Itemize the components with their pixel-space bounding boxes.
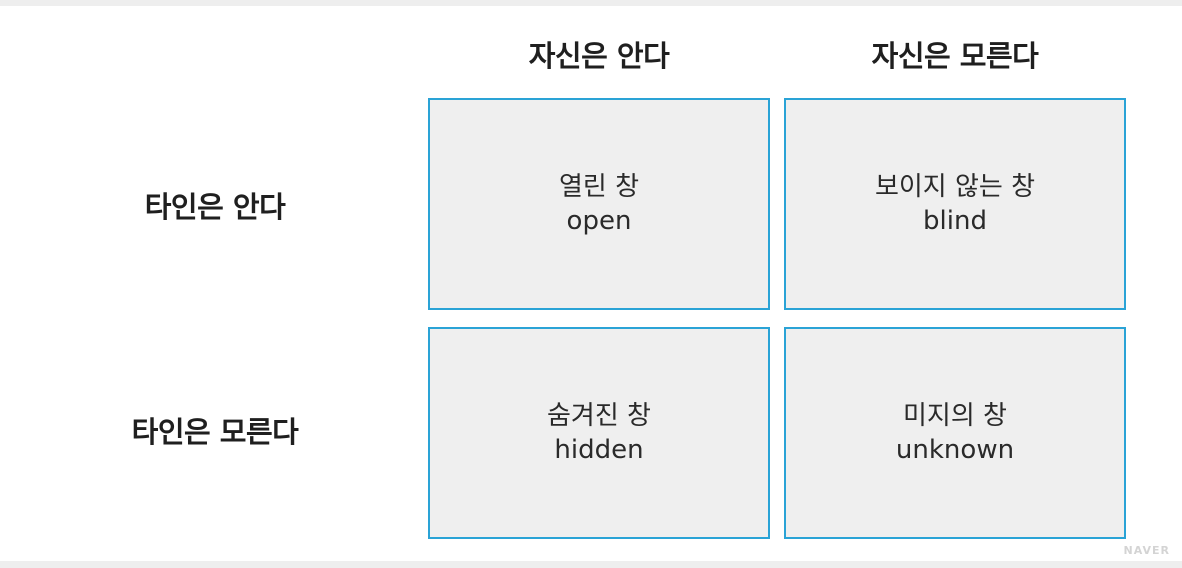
cell-unknown-en-label: unknown — [895, 435, 1015, 465]
column-header-self-unknown: 자신은 모른다 — [871, 39, 1039, 73]
cell-open-window: 열린 창 open — [428, 98, 770, 310]
bottom-divider-band — [0, 561, 1182, 568]
row-header-others-unknown: 타인은 모른다 — [131, 415, 299, 449]
cell-unknown-ko-label: 미지의 창 — [903, 401, 1007, 431]
cell-open-ko-label: 열린 창 — [558, 172, 640, 202]
cell-blind-ko-label: 보이지 않는 창 — [874, 172, 1036, 202]
cell-blind-en-label: blind — [923, 206, 987, 236]
cell-blind-window: 보이지 않는 창 blind — [784, 98, 1126, 310]
cell-hidden-window: 숨겨진 창 hidden — [428, 327, 770, 539]
column-header-self-knows: 자신은 안다 — [528, 39, 670, 73]
row-header-others-know: 타인은 안다 — [144, 190, 286, 224]
cell-unknown-window: 미지의 창 unknown — [784, 327, 1126, 539]
cell-hidden-ko-label: 숨겨진 창 — [547, 401, 651, 431]
cell-open-en-label: open — [566, 206, 632, 236]
top-divider-band — [0, 0, 1182, 6]
cell-hidden-en-label: hidden — [554, 435, 644, 465]
naver-watermark: NAVER — [1123, 544, 1170, 557]
